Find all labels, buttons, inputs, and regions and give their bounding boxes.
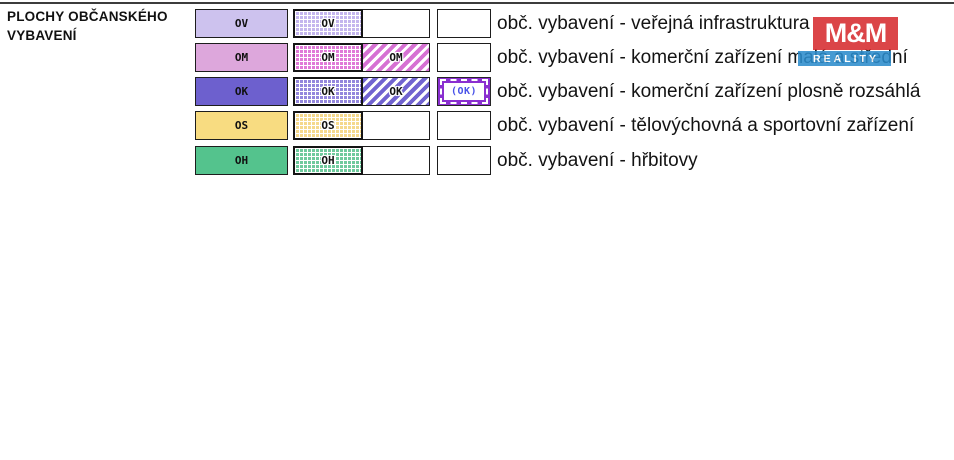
- swatch-empty-half: [363, 112, 429, 139]
- swatch-code: OS: [321, 119, 335, 132]
- legend-label: obč. vybavení - tělovýchovná a sportovní…: [497, 114, 915, 136]
- legend-label: obč. vybavení - komerční zařízení plosně…: [497, 80, 921, 102]
- swatch-reserve-code: (OK): [440, 79, 488, 104]
- section-title-line1: PLOCHY OBČANSKÉHO: [7, 9, 168, 24]
- legend-label: obč. vybavení - hřbitovy: [497, 149, 698, 171]
- swatch-reserve-empty: [437, 9, 491, 38]
- swatch-reserve-ok: (OK): [437, 77, 491, 106]
- legend-row-os: OS OS obč. vybavení - tělovýchovná a spo…: [195, 111, 914, 140]
- legend-row-ov: OV OV obč. vybavení - veřejná infrastruk…: [195, 9, 810, 38]
- legend-row-ok: OK OK OK (OK) obč. vybavení - komerční z…: [195, 77, 920, 106]
- swatch-solid-ok: OK: [195, 77, 288, 106]
- swatch-reserve-empty: [437, 146, 491, 175]
- section-title: PLOCHY OBČANSKÉHO VYBAVENÍ: [7, 7, 168, 45]
- swatch-empty-half: [363, 147, 429, 174]
- swatch-code: OH: [321, 154, 335, 167]
- swatch-combo-os: OS: [293, 111, 430, 140]
- swatch-grid-os: OS: [293, 111, 363, 140]
- swatch-grid-ov: OV: [293, 9, 363, 38]
- watermark-logo-bottom: REALITY: [798, 51, 891, 66]
- swatch-stripes-ok: OK: [363, 78, 429, 105]
- swatch-code: OM: [321, 51, 335, 64]
- swatch-code: OM: [234, 51, 249, 64]
- legend-row-oh: OH OH obč. vybavení - hřbitovy: [195, 146, 698, 175]
- swatch-solid-om: OM: [195, 43, 288, 72]
- swatch-empty-half: [363, 10, 429, 37]
- swatch-code: OM: [389, 51, 403, 64]
- swatch-reserve-empty: [437, 111, 491, 140]
- watermark-logo-top: M&M: [813, 17, 898, 50]
- swatch-code: OK: [389, 85, 403, 98]
- swatch-solid-oh: OH: [195, 146, 288, 175]
- swatch-code: OK: [321, 85, 335, 98]
- swatch-combo-om: OM OM: [293, 43, 430, 72]
- swatch-stripes-om: OM: [363, 44, 429, 71]
- swatch-code: OH: [234, 154, 249, 167]
- swatch-combo-ok: OK OK: [293, 77, 430, 106]
- swatch-solid-os: OS: [195, 111, 288, 140]
- swatch-code: OK: [234, 85, 249, 98]
- swatch-code: OV: [321, 17, 335, 30]
- swatch-grid-ok: OK: [293, 77, 363, 106]
- section-title-line2: VYBAVENÍ: [7, 28, 77, 43]
- swatch-combo-oh: OH: [293, 146, 430, 175]
- swatch-grid-om: OM: [293, 43, 363, 72]
- legend-row-om: OM OM OM obč. vybavení - komerční zaříze…: [195, 43, 908, 72]
- swatch-solid-ov: OV: [195, 9, 288, 38]
- mm-reality-watermark: M&M REALITY: [798, 17, 900, 67]
- swatch-reserve-empty: [437, 43, 491, 72]
- swatch-code: OV: [234, 17, 249, 30]
- swatch-grid-oh: OH: [293, 146, 363, 175]
- swatch-combo-ov: OV: [293, 9, 430, 38]
- legend-label: obč. vybavení - veřejná infrastruktura: [497, 12, 810, 34]
- swatch-code: OS: [234, 119, 249, 132]
- top-divider: [0, 2, 954, 4]
